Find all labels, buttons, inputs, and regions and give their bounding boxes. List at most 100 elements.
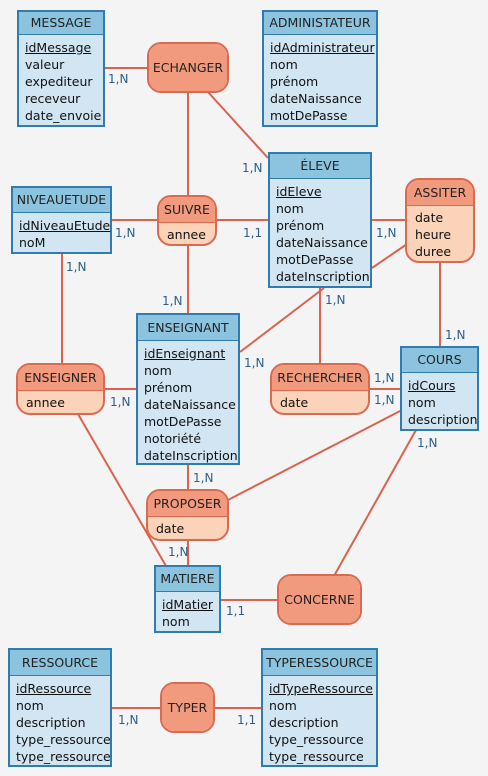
link-eleve-assiter-2 [371, 241, 411, 269]
link-cours-concerne [333, 429, 417, 577]
attribute: nom [408, 395, 436, 410]
relation-title: ASSITER [407, 180, 473, 205]
entity-attributes: idAdministrateur nom prénom dateNaissanc… [264, 35, 376, 124]
entity-eleve[interactable]: ÉLEVE idEleve nom prénom dateNaissance m… [268, 152, 372, 288]
attribute: motDePasse [144, 414, 222, 429]
attribute: receveur [25, 91, 81, 106]
entity-attributes: idMatier nom [156, 592, 219, 630]
entity-title: ADMINISTATEUR [264, 12, 376, 35]
link-proposer-cours [227, 409, 403, 501]
link-enseignant-eleve [239, 287, 325, 353]
cardinality-label: 1,N [168, 545, 189, 559]
relation-attribute: heure [415, 227, 452, 242]
relation-title: ECHANGER [149, 44, 227, 91]
cardinality-label: 1,N [417, 436, 438, 450]
attribute: nom [144, 363, 172, 378]
attribute: noM [19, 235, 46, 250]
relation-title: ENSEIGNER [18, 365, 103, 390]
entity-attributes: idEleve nom prénom dateNaissance motDePa… [270, 179, 370, 285]
entity-title: ENSEIGNANT [138, 315, 238, 341]
cardinality-label: 1,N [66, 260, 87, 274]
cardinality-label: 1,N [108, 72, 129, 86]
attribute: motDePasse [276, 252, 354, 267]
attribute: type_ressource [16, 749, 111, 764]
entity-attributes: idRessource nom description type_ressour… [10, 676, 111, 765]
relation-concerne[interactable]: CONCERNE [277, 574, 362, 625]
cardinality-label: 1,N [193, 471, 214, 485]
entity-title: COURS [402, 348, 477, 373]
entity-matiere[interactable]: MATIERE idMatier nom [154, 565, 221, 633]
cardinality-label: 1,N [118, 713, 139, 727]
relation-rechercher[interactable]: RECHERCHER date [270, 363, 370, 415]
cardinality-label: 1,N [110, 395, 131, 409]
cardinality-label: 1,1 [237, 713, 257, 727]
attribute: type_ressource [269, 732, 364, 747]
relation-title: PROPOSER [148, 491, 227, 516]
relation-suivre[interactable]: SUIVRE annee [157, 195, 217, 246]
attribute: dateInscription [144, 448, 238, 463]
primary-key: idMessage [25, 40, 92, 55]
cardinality-label: 1,N [242, 161, 263, 175]
entity-title: RESSOURCE [10, 650, 110, 676]
attribute: type_ressource [269, 749, 364, 764]
entity-attributes: idNiveauEtude noM [13, 213, 110, 251]
primary-key: idEnseignant [144, 346, 226, 361]
relation-assiter[interactable]: ASSITER date heure duree [405, 178, 475, 263]
relation-attribute: annee [159, 222, 215, 243]
cardinality-label: 1,N [374, 393, 395, 407]
relation-enseigner[interactable]: ENSEIGNER annee [16, 363, 105, 415]
attribute: motDePasse [270, 108, 348, 123]
attribute: description [269, 715, 339, 730]
entity-title: NIVEAUETUDE [13, 188, 110, 213]
attribute: type_ressource [16, 732, 111, 747]
cardinality-label: 1,N [115, 226, 136, 240]
entity-message[interactable]: MESSAGE idMessage valeur expediteur rece… [17, 10, 105, 127]
attribute: dateNaissance [270, 91, 362, 106]
primary-key: idRessource [16, 681, 92, 696]
entity-typeressource[interactable]: TYPERESSOURCE idTypeRessource nom descri… [261, 648, 378, 767]
cardinality-label: 1,1 [226, 604, 246, 618]
entity-attributes: idCours nom description [402, 373, 478, 428]
entity-ressource[interactable]: RESSOURCE idRessource nom description ty… [8, 648, 112, 767]
attribute: valeur [25, 57, 65, 72]
attribute: date_envoie [25, 108, 102, 123]
primary-key: idEleve [276, 184, 322, 199]
attribute: description [408, 412, 478, 427]
cardinality-label: 1,N [162, 294, 183, 308]
relation-typer[interactable]: TYPER [160, 682, 215, 733]
entity-attributes: idTypeRessource nom description type_res… [263, 676, 376, 765]
link-enseigner-matiere [77, 413, 167, 567]
entity-enseignant[interactable]: ENSEIGNANT idEnseignant nom prénom dateN… [136, 313, 240, 465]
entity-administrateur[interactable]: ADMINISTATEUR idAdministrateur nom préno… [262, 10, 378, 127]
entity-cours[interactable]: COURS idCours nom description [400, 346, 479, 431]
attribute: dateNaissance [276, 235, 368, 250]
entity-title: TYPERESSOURCE [263, 650, 376, 676]
attribute: nom [162, 614, 190, 629]
relation-title: SUIVRE [159, 197, 215, 222]
entity-attributes: idEnseignant nom prénom dateNaissance mo… [138, 341, 238, 464]
primary-key: idAdministrateur [270, 40, 375, 55]
attribute: notoriété [144, 431, 202, 446]
primary-key: idCours [408, 378, 456, 393]
relation-title: TYPER [162, 684, 213, 731]
relation-attribute: duree [415, 244, 452, 259]
entity-title: MESSAGE [19, 12, 103, 35]
attribute: description [16, 715, 86, 730]
attribute: expediteur [25, 74, 93, 89]
entity-niveauetude[interactable]: NIVEAUETUDE idNiveauEtude noM [11, 186, 112, 254]
primary-key: idNiveauEtude [19, 218, 111, 233]
primary-key: idMatier [162, 597, 214, 612]
attribute: nom [270, 57, 298, 72]
relation-title: RECHERCHER [272, 365, 368, 390]
cardinality-label: 1,N [374, 371, 395, 385]
relation-attribute: date [272, 390, 368, 411]
attribute: prénom [276, 218, 325, 233]
relation-attribute: date [148, 516, 227, 537]
attribute: dateNaissance [144, 397, 236, 412]
relation-echanger[interactable]: ECHANGER [147, 42, 229, 93]
entity-title: MATIERE [156, 567, 219, 592]
relation-attribute: annee [18, 390, 103, 411]
relation-proposer[interactable]: PROPOSER date [146, 489, 229, 541]
attribute: prénom [144, 380, 193, 395]
